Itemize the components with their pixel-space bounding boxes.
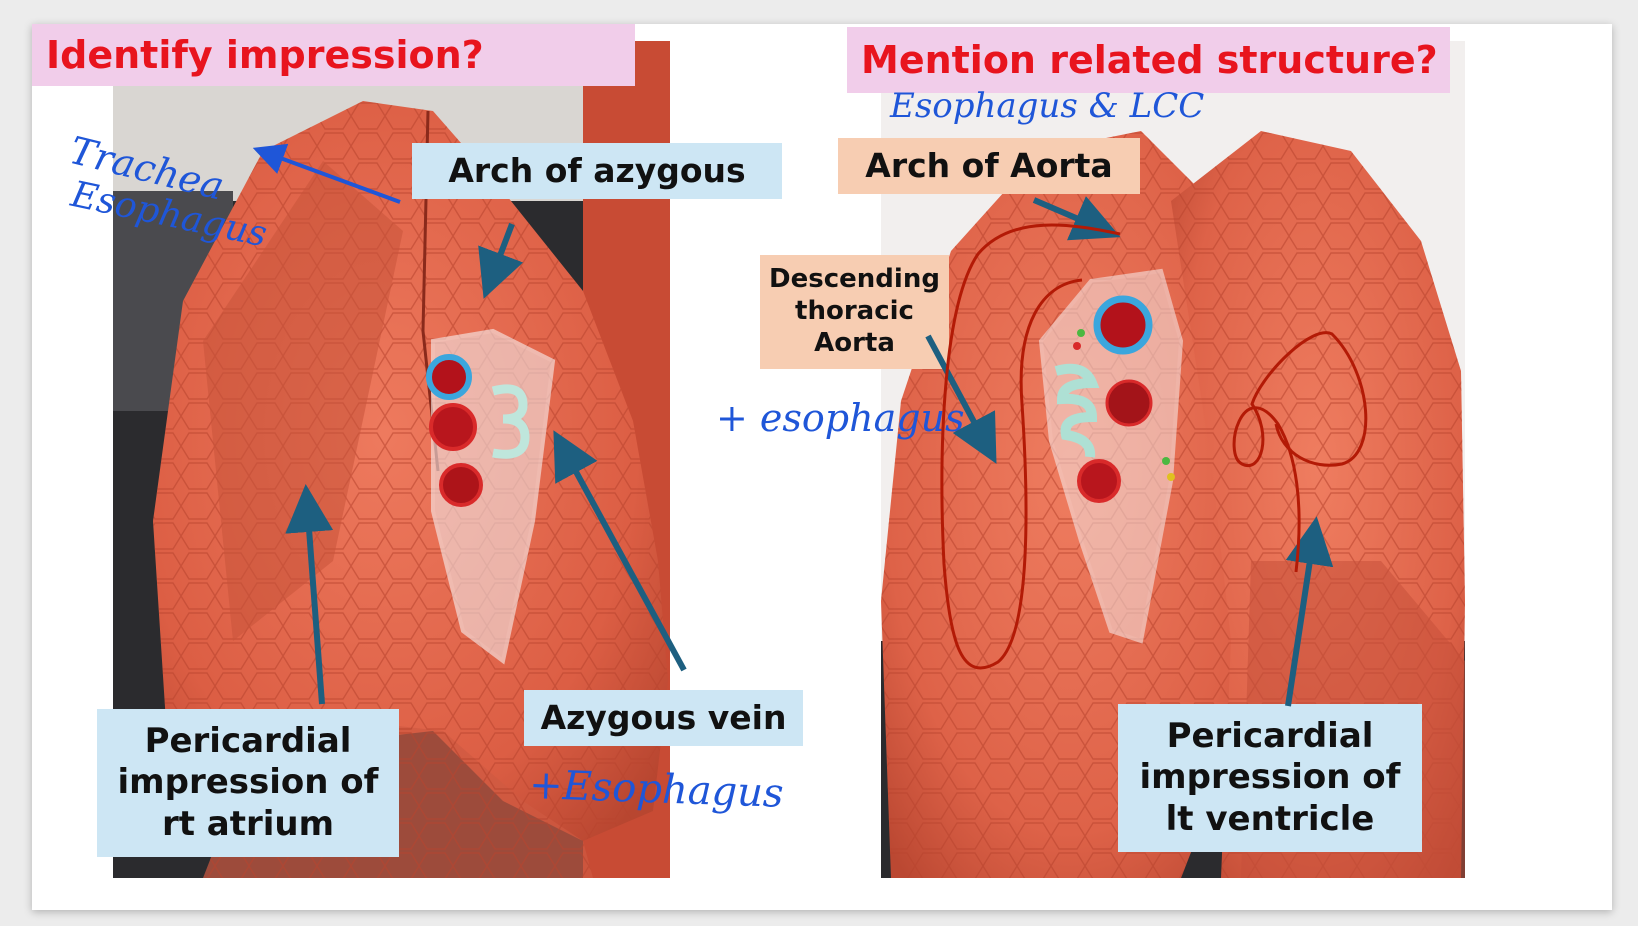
label-pericardial-rt-atrium: Pericardial impression of rt atrium bbox=[97, 709, 399, 857]
slide: Identify impression? Mention related str… bbox=[32, 24, 1612, 910]
left-title: Identify impression? bbox=[32, 24, 635, 86]
label-arch-of-aorta: Arch of Aorta bbox=[838, 138, 1140, 194]
right-title: Mention related structure? bbox=[847, 27, 1450, 93]
handwriting-plus-esophagus: + esophagus bbox=[716, 396, 965, 440]
label-azygous-vein: Azygous vein bbox=[524, 690, 803, 746]
label-descending-thoracic-aorta: Descending thoracic Aorta bbox=[760, 255, 949, 369]
handwriting-esophagus-bottom: +Esophagus bbox=[528, 762, 785, 817]
handwriting-esophagus-lcc: Esophagus & LCC bbox=[890, 86, 1205, 126]
label-pericardial-lt-ventricle: Pericardial impression of lt ventricle bbox=[1118, 704, 1422, 852]
label-arch-of-azygous: Arch of azygous bbox=[412, 143, 782, 199]
